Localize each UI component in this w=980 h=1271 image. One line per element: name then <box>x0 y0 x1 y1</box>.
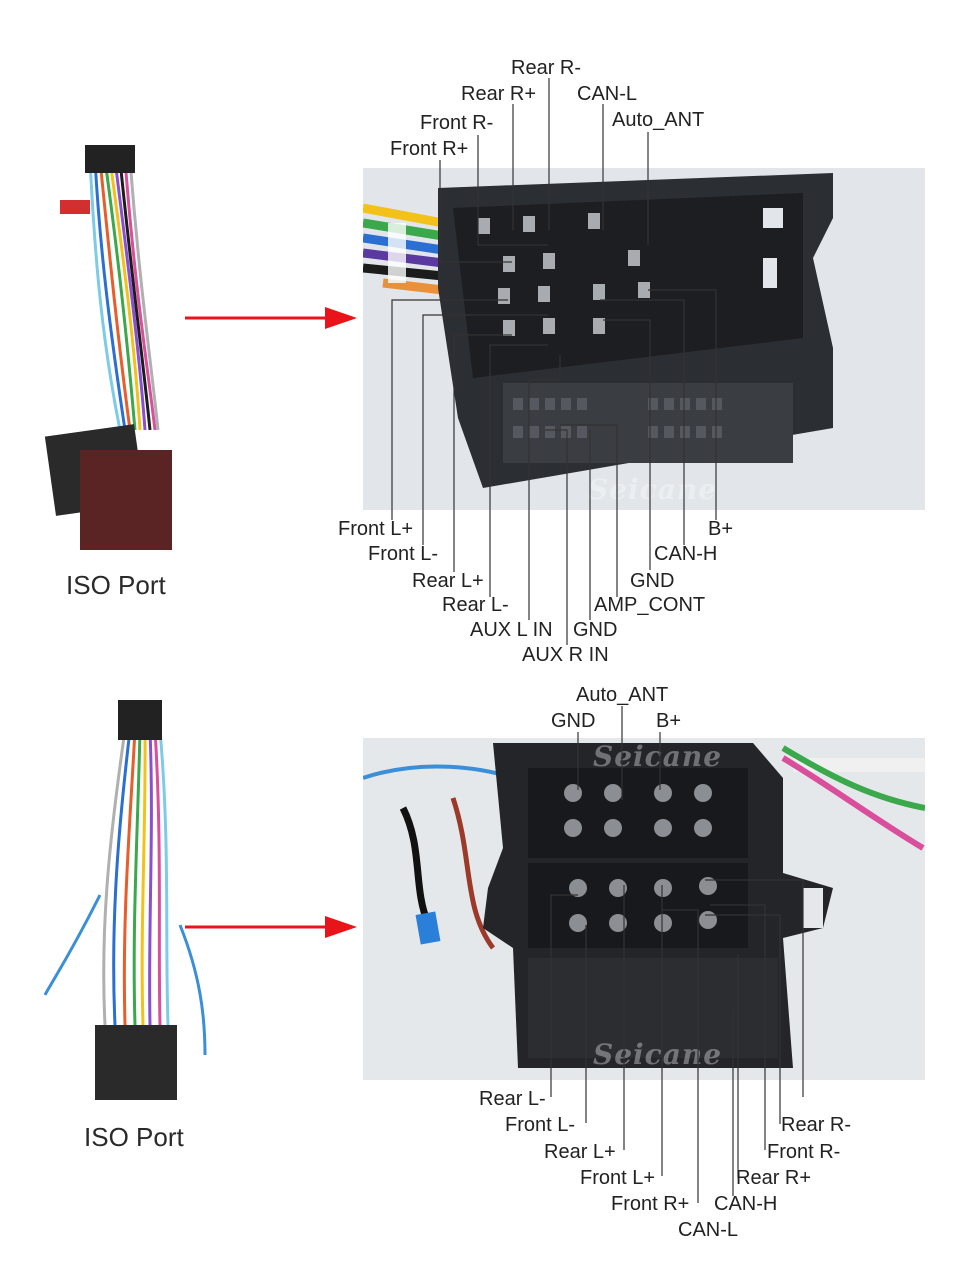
bottom-connector-photo: Seicane Seicane <box>363 738 925 1080</box>
top-label-front-l-minus: Front L- <box>368 543 439 565</box>
top-watermark: Seicane <box>588 473 718 506</box>
bottom-label-front-r-plus: Front R+ <box>611 1193 690 1215</box>
bottom-label-front-r-minus: Front R- <box>767 1141 841 1163</box>
bottom-watermark-2: Seicane <box>593 1038 723 1071</box>
bottom-label-gnd: GND <box>551 710 596 732</box>
top-label-rear-l-minus: Rear L- <box>442 594 509 616</box>
bottom-watermark-1: Seicane <box>593 740 723 773</box>
top-label-rear-r-minus: Rear R- <box>511 57 582 79</box>
top-caption: ISO Port <box>66 570 166 600</box>
top-label-can-l: CAN-L <box>577 83 638 105</box>
top-label-can-h: CAN-H <box>654 543 718 565</box>
top-label-gnd-1: GND <box>573 619 618 641</box>
bottom-label-front-l-minus: Front L- <box>505 1114 576 1136</box>
top-label-auto-ant: Auto_ANT <box>612 109 705 131</box>
top-label-b-plus: B+ <box>708 518 734 540</box>
bottom-arrow-icon <box>185 916 357 938</box>
top-connector-photo: Seicane <box>363 168 925 510</box>
top-arrow-icon <box>185 307 357 329</box>
bottom-label-can-l: CAN-L <box>678 1219 739 1241</box>
bottom-label-rear-r-plus: Rear R+ <box>736 1167 812 1189</box>
bottom-label-front-l-plus: Front L+ <box>580 1167 656 1189</box>
bottom-label-rear-l-minus: Rear L- <box>479 1088 546 1110</box>
bottom-caption: ISO Port <box>84 1122 184 1152</box>
bottom-label-auto-ant: Auto_ANT <box>576 684 669 706</box>
top-label-front-l-plus: Front L+ <box>338 518 414 540</box>
bottom-label-rear-r-minus: Rear R- <box>781 1114 852 1136</box>
top-label-rear-l-plus: Rear L+ <box>412 570 484 592</box>
top-label-amp-cont: AMP_CONT <box>594 594 706 616</box>
top-label-rear-r-plus: Rear R+ <box>461 83 537 105</box>
top-label-aux-r-in: AUX R IN <box>522 644 609 666</box>
top-label-front-r-plus: Front R+ <box>390 138 469 160</box>
bottom-label-b-plus: B+ <box>656 710 682 732</box>
top-label-gnd-2: GND <box>630 570 675 592</box>
top-label-aux-l-in: AUX L IN <box>470 619 553 641</box>
bottom-harness-image <box>40 695 220 1115</box>
top-harness-image <box>40 130 200 560</box>
bottom-label-rear-l-plus: Rear L+ <box>544 1141 616 1163</box>
bottom-label-can-h: CAN-H <box>714 1193 778 1215</box>
top-label-front-r-minus: Front R- <box>420 112 494 134</box>
